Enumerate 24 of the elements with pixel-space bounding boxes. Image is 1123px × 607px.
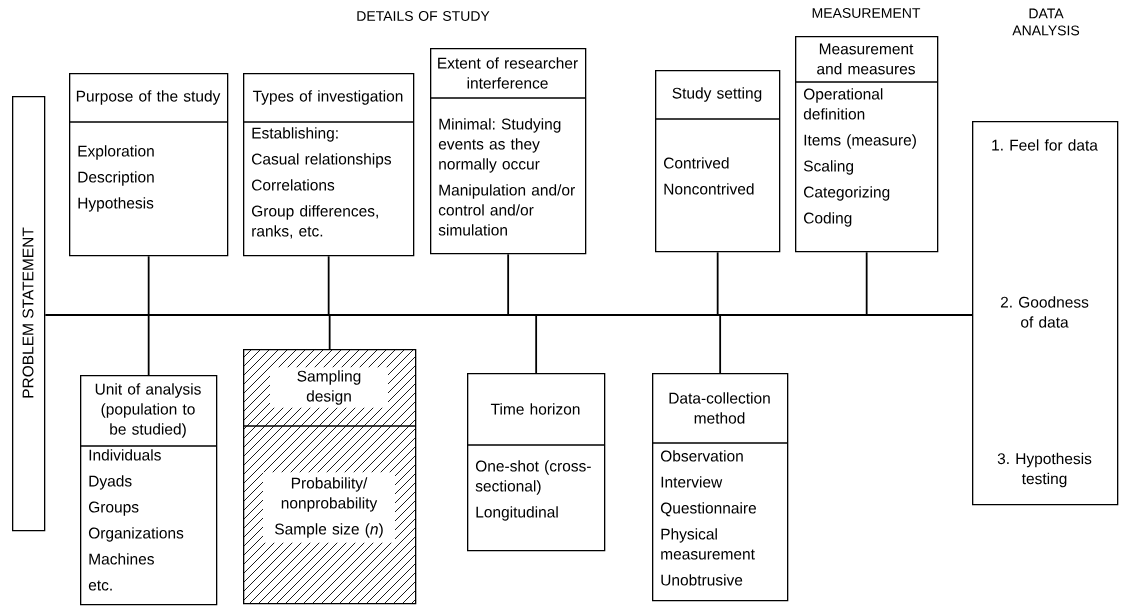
section-heading: MEASUREMENT	[812, 8, 921, 18]
connector-line	[535, 314, 538, 374]
hatched-box: Sampling design Probability/ nonprobability Sample size (n)	[242, 348, 417, 605]
category-box: Study setting Contrived Noncontrived	[654, 70, 781, 253]
connector-line	[328, 314, 331, 350]
analysis-box: 1. Feel for data 2. Goodness of data 3. Hypothesis testing	[972, 121, 1119, 506]
category-box: Time horizon One-shot (cross-sectional) Longitudinal	[466, 373, 606, 552]
category-box: Types of investigation Establishing: Casual relationships Correlations Group differences, ranks, etc.	[242, 73, 415, 257]
connector-line	[147, 255, 150, 316]
connector-line	[865, 251, 868, 316]
category-box: Data-collection method Observation Interview Questionnaire Physical measurement Unobtrusive	[651, 373, 789, 602]
vertical-box: PROBLEM STATEMENT	[12, 96, 46, 532]
connector-line	[507, 253, 510, 316]
category-box: Unit of analysis (population to be studied) Individuals Dyads Groups Organizations Machines etc.	[79, 375, 218, 606]
section-heading: DETAILS OF STUDY	[357, 11, 490, 21]
connector-line	[719, 314, 722, 374]
connector-line	[44, 314, 973, 316]
connector-line	[716, 251, 719, 316]
category-box: Purpose of the study Exploration Description Hypothesis	[68, 73, 229, 257]
connector-line	[327, 255, 330, 316]
connector-line	[147, 314, 150, 376]
category-box: Measurement and measures Operational definition Items (measure) Scaling Categorizing Coding	[794, 36, 939, 253]
section-heading: DATA ANALYSIS	[1012, 8, 1080, 36]
category-box: Extent of researcher interference Minimal: Studying events as they normally occur Manipulation and/or control and/or simulation	[429, 48, 587, 255]
